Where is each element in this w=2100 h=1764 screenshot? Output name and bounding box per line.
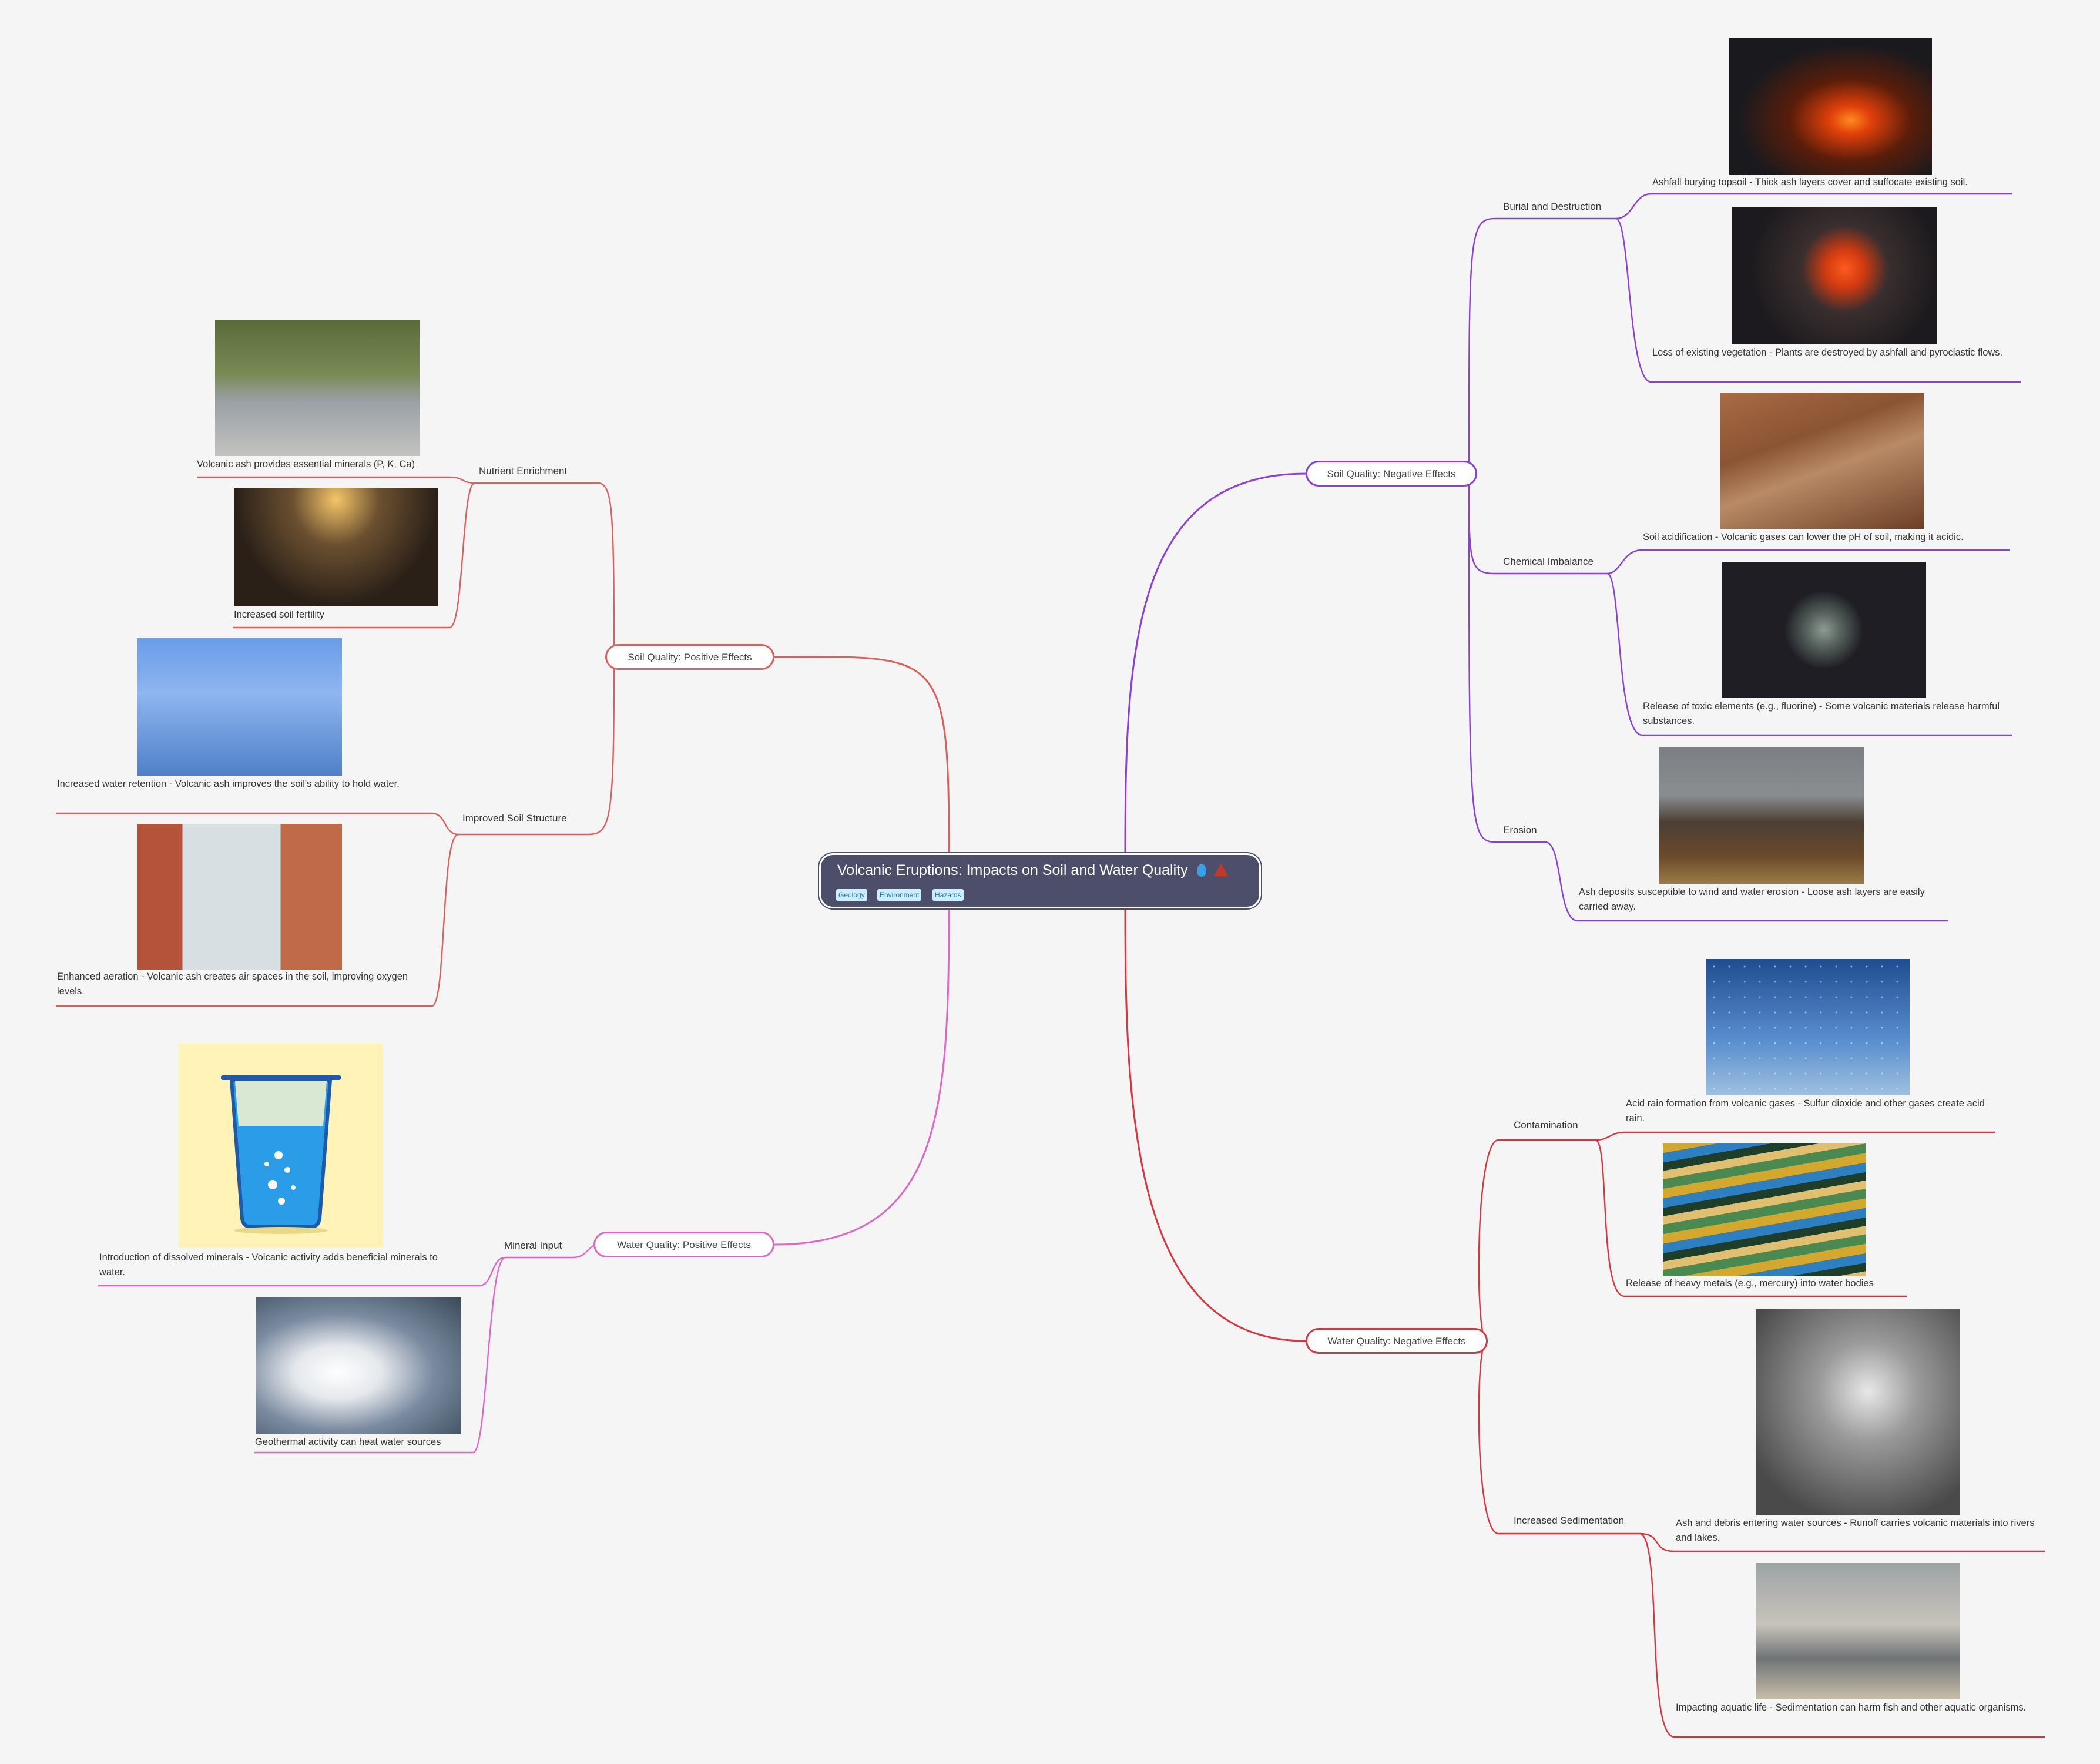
leaf-heavy-metals-release[interactable]: Release of heavy metals (e.g., mercury) …: [1626, 1278, 1874, 1289]
leaf-image-water-drop: [137, 638, 342, 776]
leaf-impacting-aquatic-life[interactable]: Impacting aquatic life - Sedimentation c…: [1676, 1702, 2027, 1713]
branch-soil-positive[interactable]: Soil Quality: Positive Effects: [605, 644, 774, 670]
leaf-image-cracked-soil: [1720, 393, 1924, 529]
tag-geology[interactable]: Geology: [836, 889, 867, 901]
link-root-water-negative: [1124, 908, 1306, 1342]
leaf-acid-rain-formation[interactable]: Acid rain formation from volcanic gases …: [1626, 1098, 1985, 1124]
sub-increased-sedimentation[interactable]: Increased Sedimentation: [1514, 1515, 1625, 1526]
leaf-loss-of-vegetation[interactable]: Loss of existing vegetation - Plants are…: [1652, 347, 2003, 358]
tag-environment[interactable]: Environment: [877, 889, 922, 901]
sub-nutrient-enrichment[interactable]: Nutrient Enrichment: [479, 465, 568, 477]
leaf-geothermal-activity[interactable]: Geothermal activity can heat water sourc…: [255, 1437, 441, 1447]
link-root-water-positive: [774, 908, 950, 1246]
branch-soil-negative[interactable]: Soil Quality: Negative Effects: [1306, 461, 1477, 487]
leaf-image-fizzy-glass: [179, 1044, 383, 1248]
leaf-image-seals: [1756, 1563, 1960, 1699]
leaf-soil-acidification[interactable]: Soil acidification - Volcanic gases can …: [1643, 532, 1964, 542]
volcano-icon: [1213, 863, 1228, 876]
leaf-image-open-window: [137, 824, 342, 970]
sub-chemical-imbalance[interactable]: Chemical Imbalance: [1503, 556, 1594, 567]
leaf-image-gas-mask: [1722, 562, 1926, 698]
leaf-image-erupting-volcano: [1729, 38, 1932, 175]
root-title-text: Volcanic Eruptions: Impacts on Soil and …: [837, 862, 1188, 878]
leaf-ash-debris-water[interactable]: Ash and debris entering water sources - …: [1676, 1518, 2035, 1543]
leaf-image-ash-fall: [1756, 1309, 1960, 1515]
leaf-water-retention[interactable]: Increased water retention - Volcanic ash…: [57, 779, 400, 789]
leaf-ash-deposits-erosion[interactable]: Ash deposits susceptible to wind and wat…: [1579, 887, 1925, 912]
leaf-soil-fertility[interactable]: Increased soil fertility: [234, 609, 325, 620]
root-title: Volcanic Eruptions: Impacts on Soil and …: [837, 862, 1228, 879]
fizzy-glass-icon: [221, 1075, 341, 1234]
branch-water-positive[interactable]: Water Quality: Positive Effects: [593, 1232, 774, 1257]
leaf-enhanced-aeration[interactable]: Enhanced aeration - Volcanic ash creates…: [57, 971, 408, 997]
sub-burial-destruction[interactable]: Burial and Destruction: [1503, 201, 1602, 212]
leaf-release-toxic-elements[interactable]: Release of toxic elements (e.g., fluorin…: [1643, 701, 2000, 726]
leaf-essential-minerals[interactable]: Volcanic ash provides essential minerals…: [197, 459, 415, 469]
branch-water-negative[interactable]: Water Quality: Negative Effects: [1306, 1328, 1488, 1354]
leaf-dissolved-minerals[interactable]: Introduction of dissolved minerals - Vol…: [99, 1252, 438, 1277]
sub-contamination[interactable]: Contamination: [1514, 1119, 1578, 1131]
leaf-image-eroded-landscape: [1659, 747, 1864, 884]
water-drop-icon: [1196, 864, 1206, 877]
link-root-soil-negative: [1124, 472, 1306, 854]
sub-erosion[interactable]: Erosion: [1503, 824, 1537, 836]
tag-hazards[interactable]: Hazards: [932, 889, 964, 901]
leaf-image-mineral-rocks: [215, 320, 420, 456]
leaf-image-rain-drops: [1706, 959, 1910, 1095]
sub-mineral-input[interactable]: Mineral Input: [504, 1240, 562, 1251]
leaf-image-geyser: [256, 1297, 461, 1434]
leaf-image-sprout: [234, 488, 438, 606]
leaf-image-burning-leaf: [1732, 207, 1937, 344]
root-topic[interactable]: Volcanic Eruptions: Impacts on Soil and …: [819, 853, 1261, 908]
leaf-ashfall-burying-topsoil[interactable]: Ashfall burying topsoil - Thick ash laye…: [1652, 177, 1968, 187]
link-root-soil-positive: [774, 656, 950, 854]
leaf-image-oily-water: [1663, 1143, 1866, 1276]
sub-improved-soil-structure[interactable]: Improved Soil Structure: [462, 813, 567, 824]
